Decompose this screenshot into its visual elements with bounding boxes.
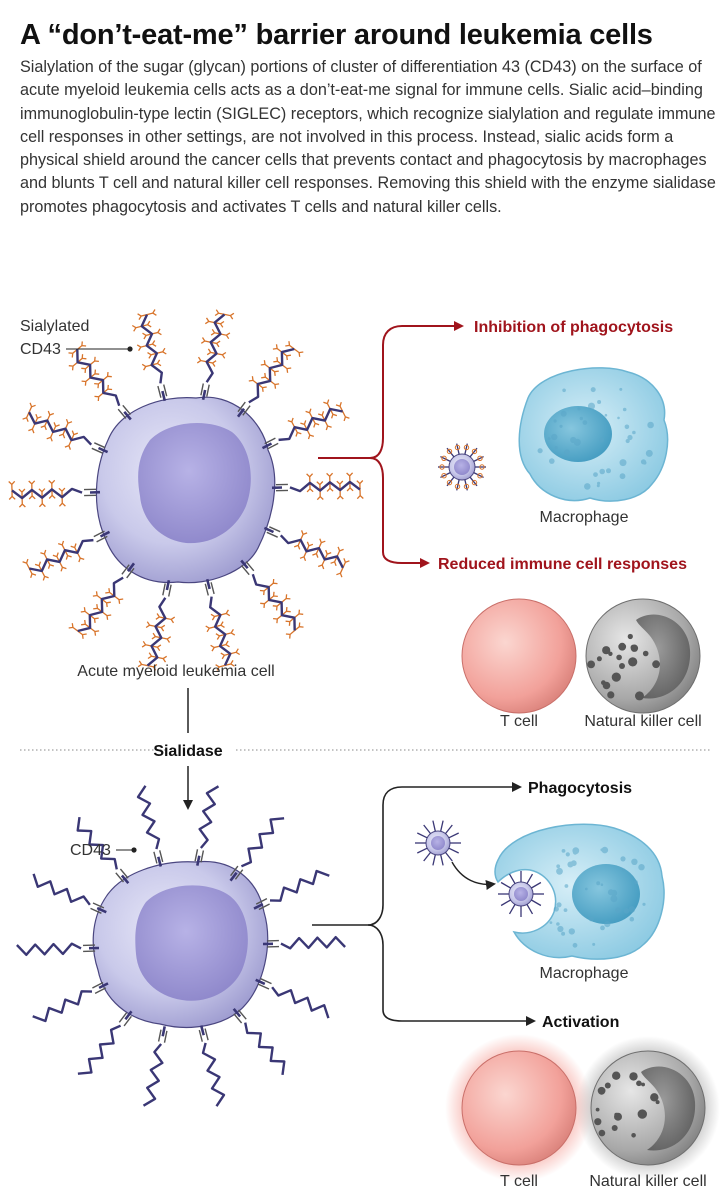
t-cell-label-bottom: T cell [500,1173,538,1190]
leukemia-cell-sialylated [95,396,276,584]
arrow-to-inhibition [318,321,464,459]
sialidase-label: Sialidase [153,743,222,760]
cd43-leader-dot [131,847,137,853]
nk-cell-top [585,598,701,714]
sialylated-cd43-strands [8,309,364,671]
nk-cell-label-bottom: Natural killer cell [589,1173,706,1190]
nk-cell-label-top: Natural killer cell [584,713,701,730]
leukemia-cell-label: Acute myeloid leukemia cell [77,663,274,680]
nk-cell-activated [576,1036,720,1180]
figure-title: A “don’t-eat-me” barrier around leukemia… [20,19,653,51]
cd43-label-bottom: CD43 [70,842,111,859]
engulfed-cell [498,871,544,917]
macrophage-label-bottom: Macrophage [540,965,629,982]
outcome-phagocytosis: Phagocytosis [528,780,632,797]
t-cell-top [461,598,577,714]
sialylated-label: Sialylated [20,318,89,335]
outcome-inhibition-phagocytosis: Inhibition of phagocytosis [474,319,673,336]
cd43-strands-bare [16,785,346,1107]
arrow-to-activation [367,924,536,1026]
arrow-to-phagocytosis [312,782,522,926]
small-bare-cell [415,820,461,866]
figure-description: Sialylation of the sugar (glycan) portio… [20,58,716,216]
engulf-arrow [451,861,496,890]
t-cell-activated [445,1034,593,1182]
macrophage-top [518,367,669,502]
leukemia-cell-desialylated [92,860,269,1028]
outcome-reduced-responses: Reduced immune cell responses [438,556,687,573]
small-sialylated-cell [438,443,486,491]
arrow-to-reduced-responses [369,457,430,568]
outcome-activation: Activation [542,1014,619,1031]
t-cell-label-top: T cell [500,713,538,730]
bottom-receptor-stubs [82,849,280,1043]
sialylated-leader-dot [127,346,133,352]
cd43-label-top: CD43 [20,341,61,358]
top-receptor-stubs [83,383,289,597]
macrophage-bottom [494,823,665,960]
macrophage-label-top: Macrophage [540,509,629,526]
